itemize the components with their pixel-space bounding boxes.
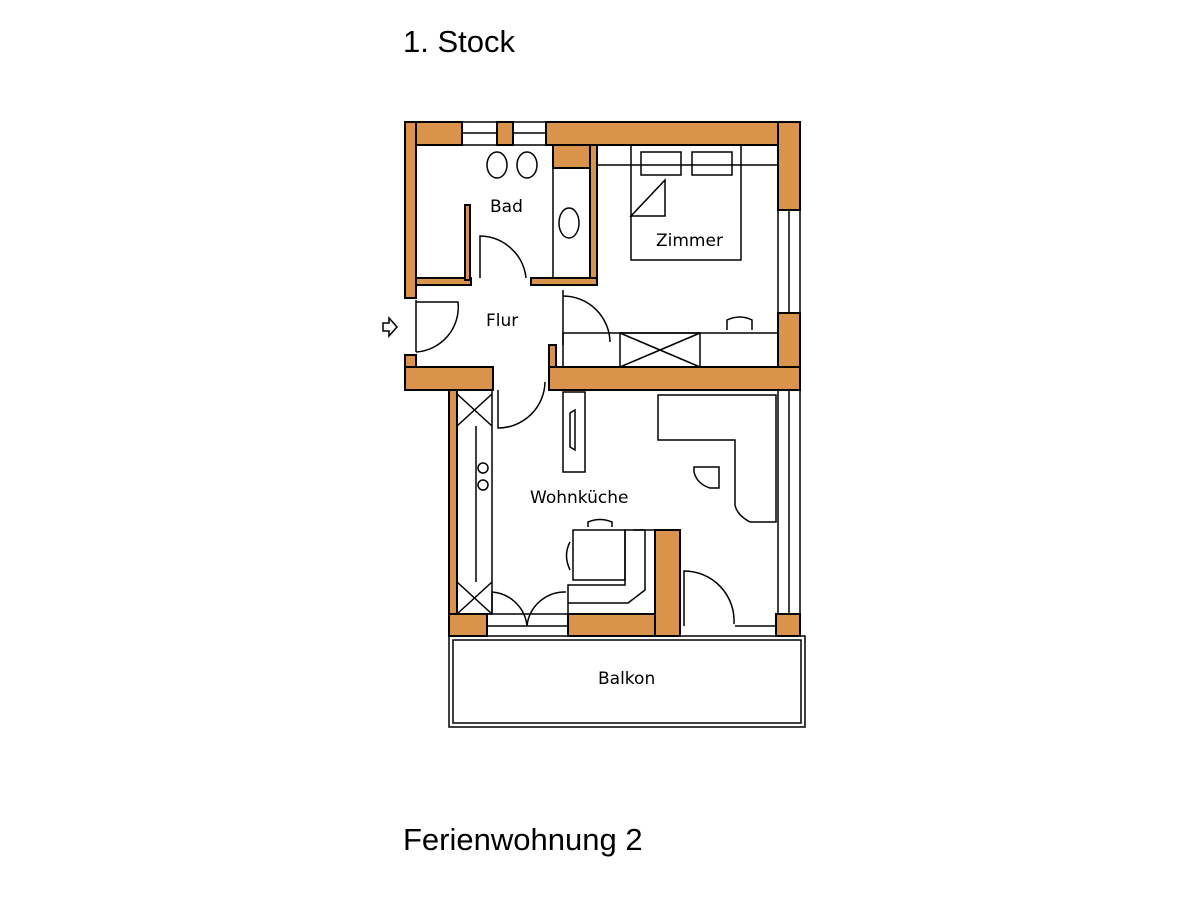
furniture: [448, 144, 806, 728]
floor-title: 1. Stock: [403, 24, 515, 59]
arrow-right-icon: [382, 316, 399, 338]
room-label-zimmer: Zimmer: [656, 231, 723, 251]
room-label-balkon: Balkon: [598, 669, 655, 689]
room-label-bad: Bad: [490, 197, 523, 217]
room-label-wohnkueche: Wohnküche: [530, 488, 628, 508]
apartment-title: Ferienwohnung 2: [403, 822, 643, 857]
windows: [461, 121, 801, 627]
room-label-flur: Flur: [486, 311, 518, 331]
doors: [415, 235, 735, 627]
